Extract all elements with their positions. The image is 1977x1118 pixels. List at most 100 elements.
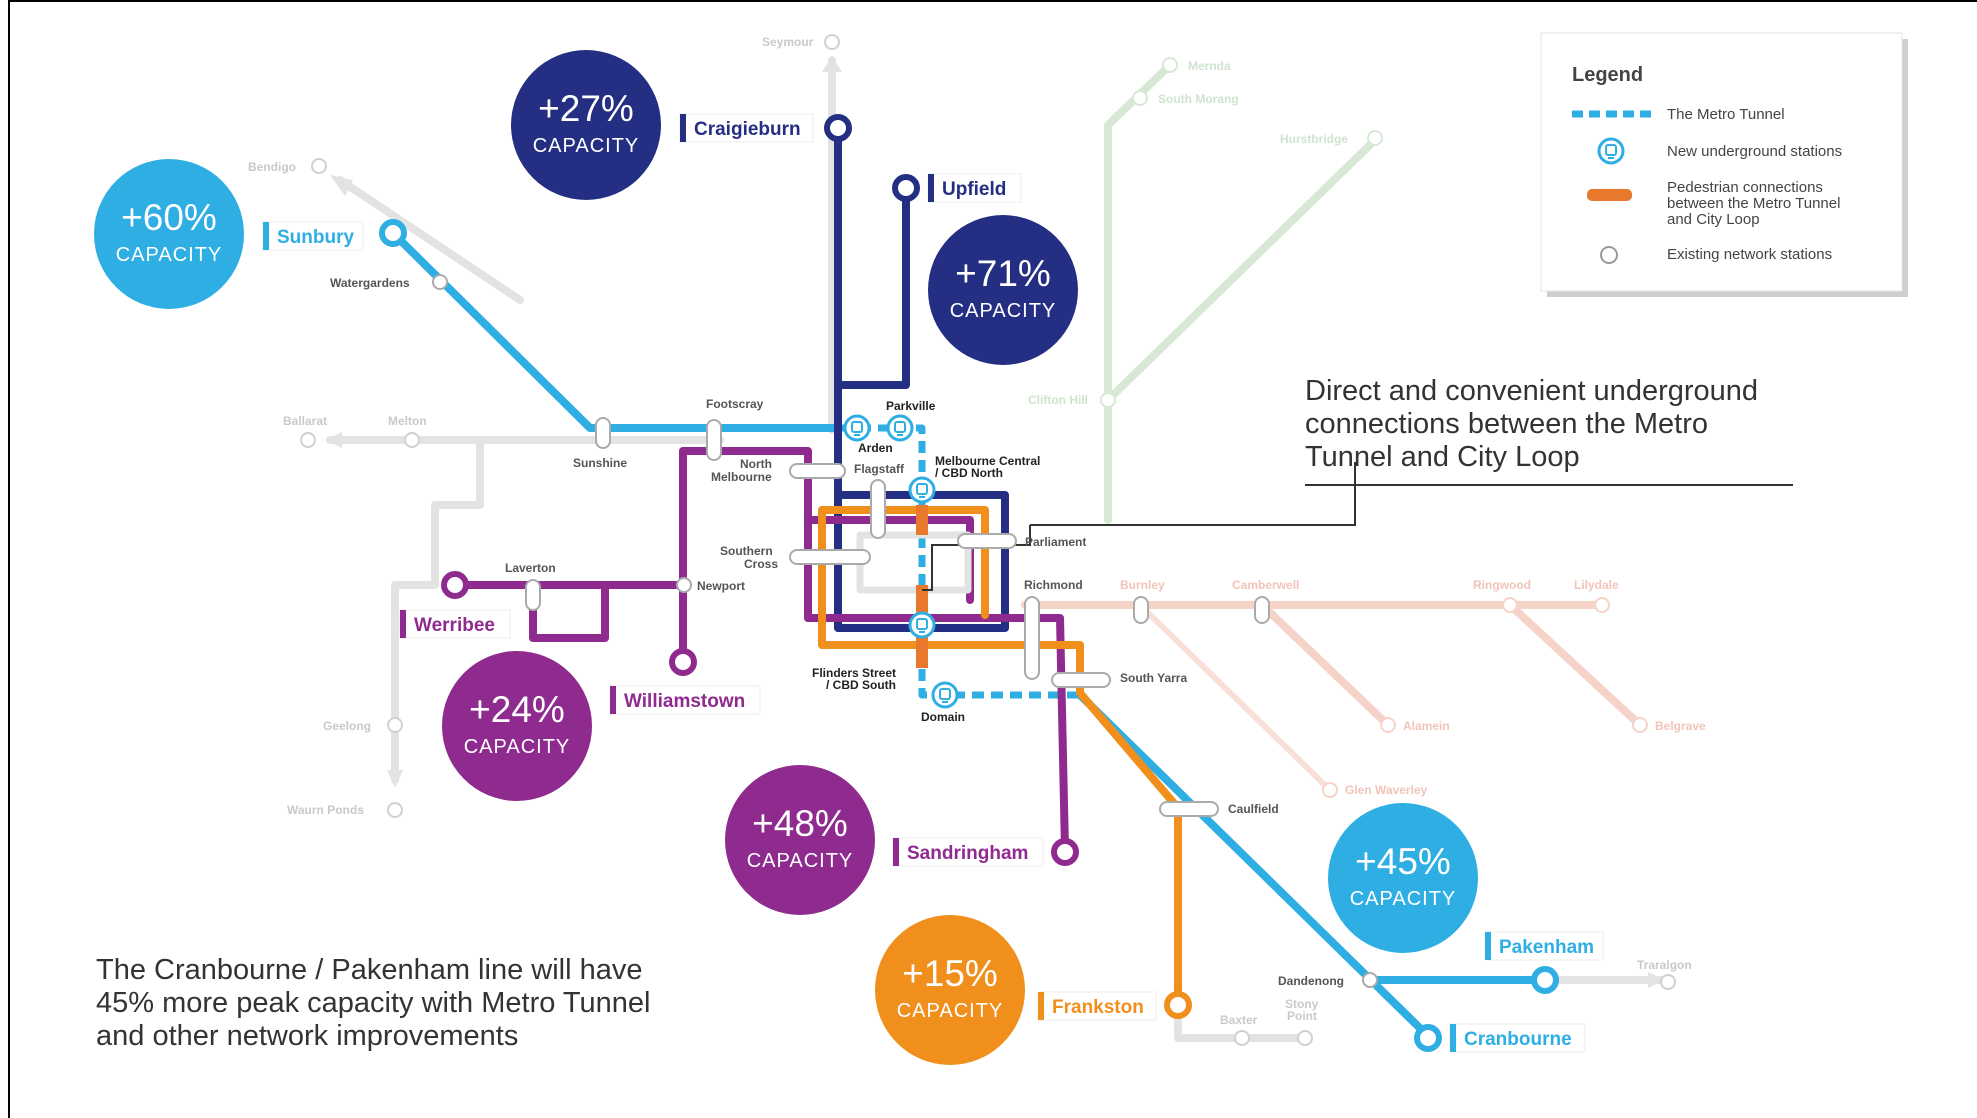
station-label-north-melbourne-2: Melbourne xyxy=(711,470,772,484)
south-morang-station xyxy=(1132,90,1148,106)
station-label-southern-cross-1: Southern xyxy=(720,544,773,558)
callout-pointer xyxy=(922,462,1356,591)
svg-text:CAPACITY: CAPACITY xyxy=(747,850,854,872)
station-label-stony-point-2: Point xyxy=(1287,1009,1317,1023)
station-label-stony-point-1: Stony xyxy=(1285,997,1319,1011)
sunshine-interchange xyxy=(595,417,611,449)
station-label-melton: Melton xyxy=(388,414,427,428)
legend-label-existing-stations: Existing network stations xyxy=(1667,246,1832,263)
southern-cross-interchange xyxy=(789,549,871,565)
traralgon-arrow-icon xyxy=(1648,972,1666,988)
station-label-mernda: Mernda xyxy=(1188,59,1231,73)
svg-text:CAPACITY: CAPACITY xyxy=(533,135,640,157)
station-label-melbourne-central-1: Melbourne Central xyxy=(935,454,1040,468)
footer-note: The Cranbourne / Pakenham line will have… xyxy=(96,954,651,1052)
geelong-station xyxy=(387,717,403,733)
capacity-bubble-sunbury: +60% CAPACITY xyxy=(94,159,244,309)
station-label-geelong: Geelong xyxy=(323,719,371,733)
upfield-terminus xyxy=(892,174,920,202)
footer-text-line-1: The Cranbourne / Pakenham line will have xyxy=(96,954,642,986)
capacity-bubble-upfield: +71% CAPACITY xyxy=(928,215,1078,365)
svg-text:+24%: +24% xyxy=(469,689,565,730)
station-label-southern-cross-2: Cross xyxy=(744,557,778,571)
svg-text:CAPACITY: CAPACITY xyxy=(1350,888,1457,910)
ballarat-arrow-icon xyxy=(325,432,342,448)
station-label-bendigo: Bendigo xyxy=(248,160,296,174)
south-yarra-interchange xyxy=(1051,672,1111,688)
station-label-flinders-street-2: / CBD South xyxy=(826,678,896,692)
legend: Legend The Metro Tunnel New underground … xyxy=(1540,32,1908,297)
svg-text:Sandringham: Sandringham xyxy=(907,843,1028,864)
richmond-interchange xyxy=(1024,596,1040,680)
flagstaff-interchange xyxy=(870,479,886,539)
svg-text:+48%: +48% xyxy=(752,803,848,844)
circle-icon xyxy=(1600,246,1618,264)
train-station-icon xyxy=(1597,137,1625,165)
station-label-waurn-ponds: Waurn Ponds xyxy=(287,803,364,817)
legend-label-pedestrian-3: and City Loop xyxy=(1667,211,1760,228)
geelong-line xyxy=(391,436,484,784)
capacity-bubble-werribee: +24% CAPACITY xyxy=(442,651,592,801)
legend-box xyxy=(1540,32,1903,292)
svg-text:CAPACITY: CAPACITY xyxy=(897,1000,1004,1022)
callout-text-line-3: Tunnel and City Loop xyxy=(1305,441,1580,473)
capacity-bubbles: +60% CAPACITY +27% CAPACITY +71% CAPACIT… xyxy=(94,50,1478,1065)
alamein-line xyxy=(1258,601,1392,729)
line-label-pakenham: Pakenham xyxy=(1484,931,1604,961)
arden-station-icon xyxy=(843,414,871,442)
inner-loop-line xyxy=(856,531,972,594)
bendigo-arrow-icon xyxy=(330,175,353,196)
svg-text:Sunbury: Sunbury xyxy=(277,227,354,248)
parliament-interchange xyxy=(957,533,1017,549)
line-label-upfield: Upfield xyxy=(927,173,1022,203)
line-label-craigieburn: Craigieburn xyxy=(679,113,814,143)
upfield-line xyxy=(834,184,910,389)
station-label-hurstbridge: Hurstbridge xyxy=(1280,132,1348,146)
station-label-traralgon: Traralgon xyxy=(1637,958,1692,972)
station-label-north-melbourne-1: North xyxy=(740,457,772,471)
line-label-cranbourne: Cranbourne xyxy=(1449,1023,1586,1053)
melbourne-central-station-icon xyxy=(908,476,936,504)
laverton-loop-line xyxy=(529,581,609,642)
ballarat-station xyxy=(300,432,316,448)
station-label-flagstaff: Flagstaff xyxy=(854,462,905,476)
station-label-baxter: Baxter xyxy=(1220,1013,1258,1027)
werribee-terminus xyxy=(441,571,469,599)
station-label-belgrave: Belgrave xyxy=(1655,719,1706,733)
geelong-arrow-icon xyxy=(387,770,403,788)
station-label-south-yarra: South Yarra xyxy=(1120,671,1187,685)
legend-label-pedestrian-2: between the Metro Tunnel xyxy=(1667,195,1840,212)
line-label-frankston: Frankston xyxy=(1037,991,1157,1021)
station-label-caulfield: Caulfield xyxy=(1228,802,1279,816)
dandenong-station xyxy=(1362,972,1378,988)
williamstown-terminus xyxy=(669,648,697,676)
svg-text:+45%: +45% xyxy=(1355,841,1451,882)
station-label-parliament: Parliament xyxy=(1025,535,1086,549)
line-label-werribee: Werribee xyxy=(399,609,511,639)
station-label-melbourne-central-2: / CBD North xyxy=(935,466,1003,480)
svg-text:CAPACITY: CAPACITY xyxy=(464,736,571,758)
svg-text:Werribee: Werribee xyxy=(414,615,495,636)
clifton-hill-station xyxy=(1100,392,1116,408)
svg-text:Frankston: Frankston xyxy=(1052,997,1144,1018)
regional-lines xyxy=(326,56,1664,1042)
svg-text:Cranbourne: Cranbourne xyxy=(1464,1029,1572,1050)
main-lines xyxy=(389,124,1549,1042)
station-label-richmond: Richmond xyxy=(1024,578,1083,592)
callout-text-line-2: connections between the Metro xyxy=(1305,408,1708,440)
legend-label-new-stations: New underground stations xyxy=(1667,143,1842,160)
belgrave-station xyxy=(1632,717,1648,733)
svg-text:Pakenham: Pakenham xyxy=(1499,937,1594,958)
caulfield-interchange xyxy=(1159,801,1219,817)
capacity-bubble-pakenham: +45% CAPACITY xyxy=(1328,803,1478,953)
hurstbridge-station xyxy=(1367,130,1383,146)
sunbury-terminus xyxy=(379,219,407,247)
burnley-interchange xyxy=(1133,596,1149,624)
station-label-ringwood: Ringwood xyxy=(1473,578,1531,592)
station-label-newport: Newport xyxy=(697,579,745,593)
station-label-burnley: Burnley xyxy=(1120,578,1165,592)
craigieburn-line xyxy=(834,124,1009,632)
mernda-line xyxy=(1104,61,1174,524)
station-label-laverton: Laverton xyxy=(505,561,556,575)
